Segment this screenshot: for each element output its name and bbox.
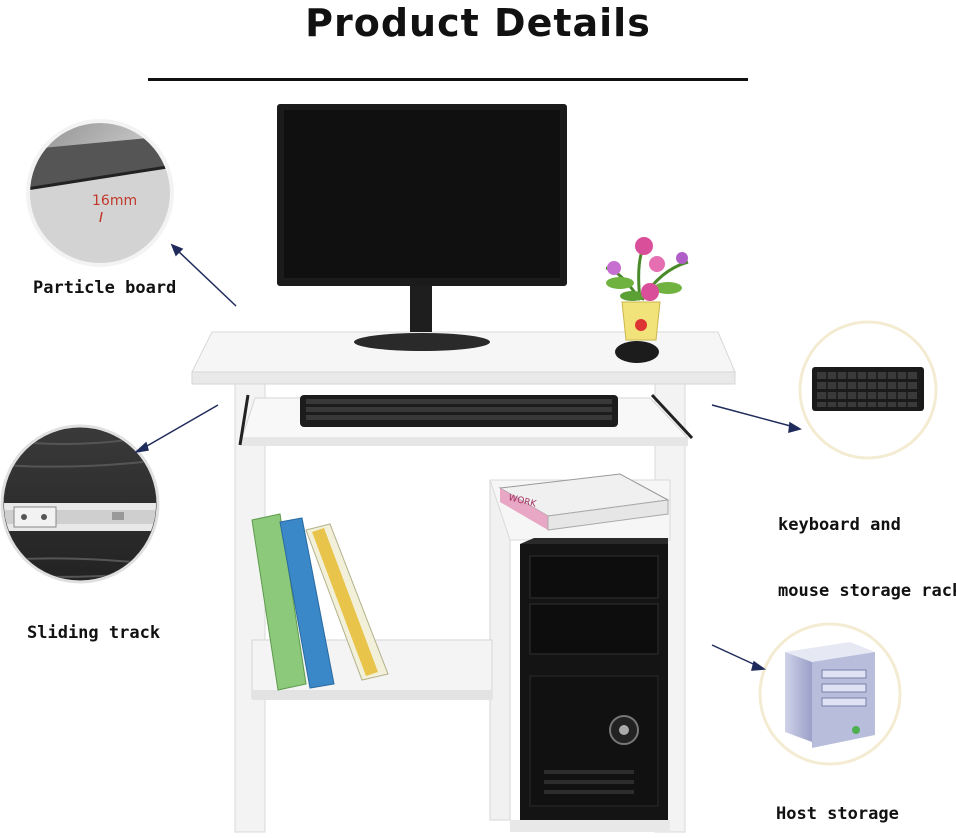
sliding-track-detail-icon	[0, 424, 160, 584]
host-storage-detail-icon	[758, 622, 902, 766]
host-storage-label: Host storage	[776, 804, 899, 824]
keyboard-detail-icon	[798, 320, 938, 460]
particle-board-detail-icon: 16mm	[26, 119, 174, 267]
keyboard-rack-label: keyboard and mouse storage rack	[778, 470, 956, 624]
keyboard	[300, 395, 618, 427]
keyboard-rack-label-line1: keyboard and	[778, 515, 901, 535]
callout-arrows	[133, 243, 802, 671]
title-underline	[148, 78, 748, 81]
keyboard-rack-label-line2: mouse storage rack	[778, 581, 956, 601]
flower-pot	[605, 237, 689, 341]
mouse	[615, 341, 659, 363]
particle-board-measurement: 16mm	[92, 193, 137, 209]
bottom-shelf-books	[251, 513, 389, 691]
particle-board-label: Particle board	[33, 278, 177, 298]
page-title: Product Details	[305, 1, 651, 45]
sliding-track-label: Sliding track	[27, 623, 161, 643]
monitor	[277, 104, 567, 351]
pc-tower	[520, 538, 668, 820]
top-shelf-books: WORK	[498, 473, 670, 531]
